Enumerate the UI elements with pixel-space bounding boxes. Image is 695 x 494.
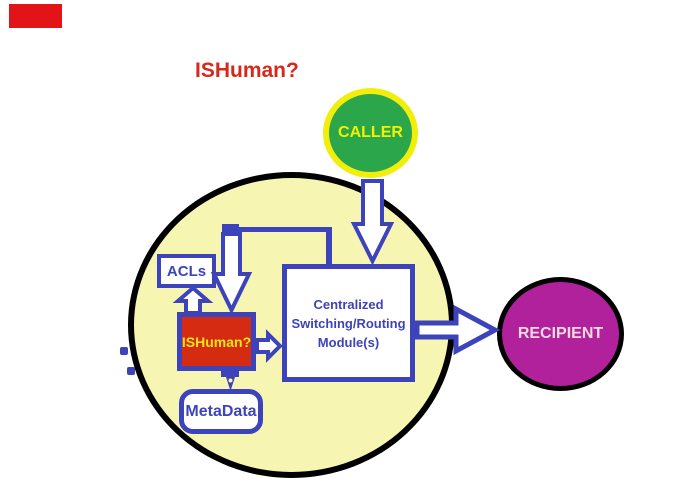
caller-node: CALLER [323,88,418,178]
ishuman-module-box: ISHuman? [177,312,256,371]
acls-box: ACLs [157,254,216,288]
acls-label: ACLs [166,262,207,280]
metadata-label: MetaData [185,402,257,420]
edge-handle-dot [120,347,128,355]
caller-label: CALLER [338,124,403,141]
recipient-label: RECIPIENT [517,325,604,342]
edge-handle-dot [127,367,135,375]
page-title: ISHuman? [195,59,299,82]
metadata-box: MetaData [179,389,263,434]
central-module-line3: Module(s) [317,334,380,350]
red-capture-fragment [9,4,62,28]
central-switching-module-box: Centralized Switching/Routing Module(s) [282,264,415,382]
feedback-line-horizontal [237,227,330,232]
recipient-node: RECIPIENT [497,277,624,391]
central-module-line1: Centralized [313,296,384,312]
central-module-line2: Switching/Routing [291,315,406,331]
feedback-line-vertical [326,227,332,265]
ishuman-module-label: ISHuman? [181,333,252,350]
